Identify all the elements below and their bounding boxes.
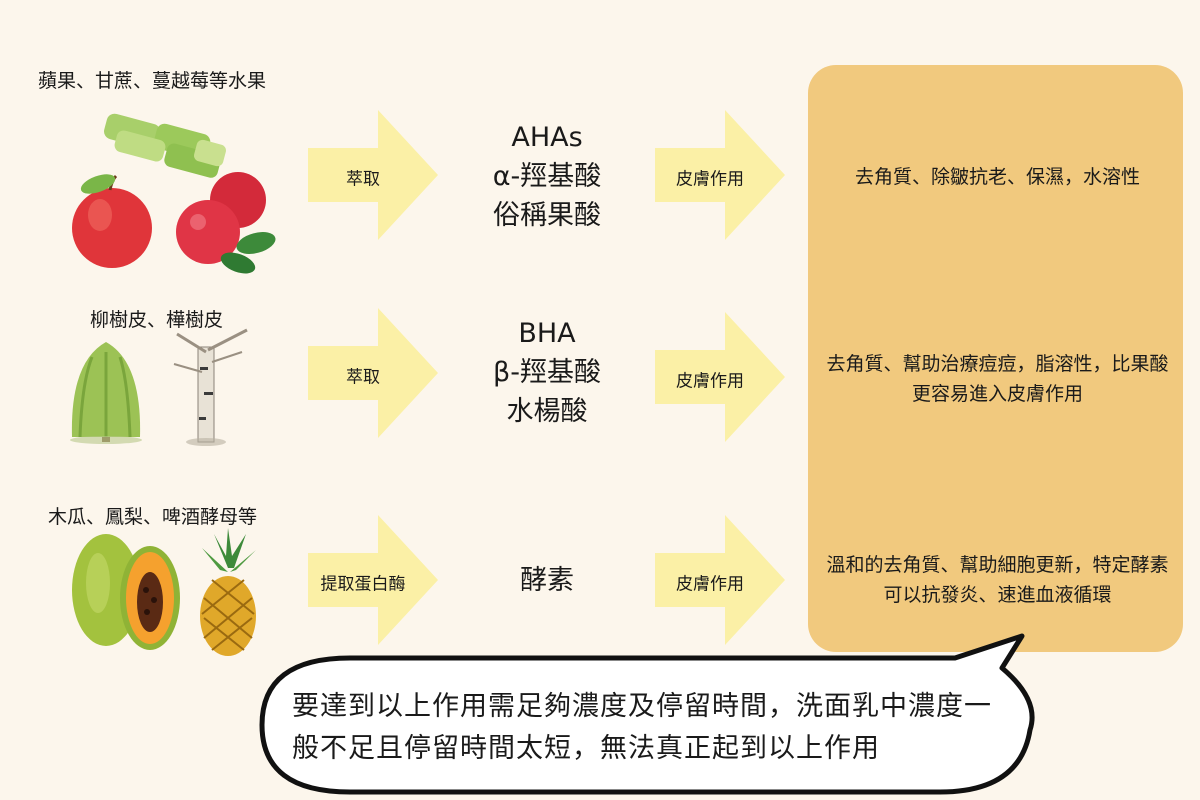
pineapple-icon [200,528,256,656]
willow-tree-icon [70,342,142,444]
process-label: 萃取 [346,169,380,190]
acid-chemical-name: β-羥基酸 [493,357,601,388]
effect-aha: 去角質、除皺抗老、保濕，水溶性 [854,166,1140,188]
acid-common-name: 水楊酸 [506,396,588,427]
note-text: 要達到以上作用需足夠濃度及停留時間，洗面乳中濃度一般不足且停留時間太短，無法真正… [292,691,992,764]
arrow-extract-1: 萃取 [308,110,438,244]
birch-tree-icon [173,328,248,446]
right-arrow-icon [655,110,785,240]
acid-name: AHAs [511,122,583,153]
arrow-extract-2: 萃取 [308,308,438,442]
right-arrow-icon [308,515,438,645]
action-label: 皮膚作用 [676,169,744,190]
arrow-action-3: 皮膚作用 [655,515,785,649]
acid-enzyme: 酵素 [452,561,642,600]
sugarcane-icon [104,113,226,178]
arrow-action-1: 皮膚作用 [655,110,785,244]
source-label-enzymes: 木瓜、鳳梨、啤酒酵母等 [48,506,258,528]
right-arrow-icon [308,110,438,240]
cranberry-icon [176,172,276,274]
right-arrow-icon [655,312,785,442]
effects-panel [808,65,1183,652]
process-label: 提取蛋白酶 [320,574,406,595]
right-arrow-icon [308,308,438,438]
source-label-bark: 柳樹皮、樺樹皮 [90,309,224,331]
process-label: 萃取 [346,367,380,388]
effect-bha: 去角質、幫助治療痘痘，脂溶性，比果酸更容易進入皮膚作用 [826,353,1169,405]
acid-chemical-name: α-羥基酸 [492,161,602,192]
arrow-extract-3: 提取蛋白酶 [308,515,438,649]
source-label-fruits: 蘋果、甘蔗、蔓越莓等水果 [38,70,267,92]
acid-common-name: 俗稱果酸 [493,200,601,231]
action-label: 皮膚作用 [676,574,744,595]
effect-enzyme: 溫和的去角質、幫助細胞更新，特定酵素可以抗發炎、速進血液循環 [826,554,1169,606]
right-arrow-icon [655,515,785,645]
action-label: 皮膚作用 [676,371,744,392]
fruit-illustration [72,113,276,274]
acid-name: BHA [518,318,576,349]
arrow-action-2: 皮膚作用 [655,312,785,446]
papaya-icon [72,534,180,650]
acid-aha: AHAs α-羥基酸 俗稱果酸 [452,118,642,235]
acid-name: 酵素 [520,565,574,596]
apple-icon [72,174,152,268]
tree-illustration [70,328,248,446]
acid-bha: BHA β-羥基酸 水楊酸 [452,314,642,431]
papaya-pineapple-illustration [72,528,256,656]
